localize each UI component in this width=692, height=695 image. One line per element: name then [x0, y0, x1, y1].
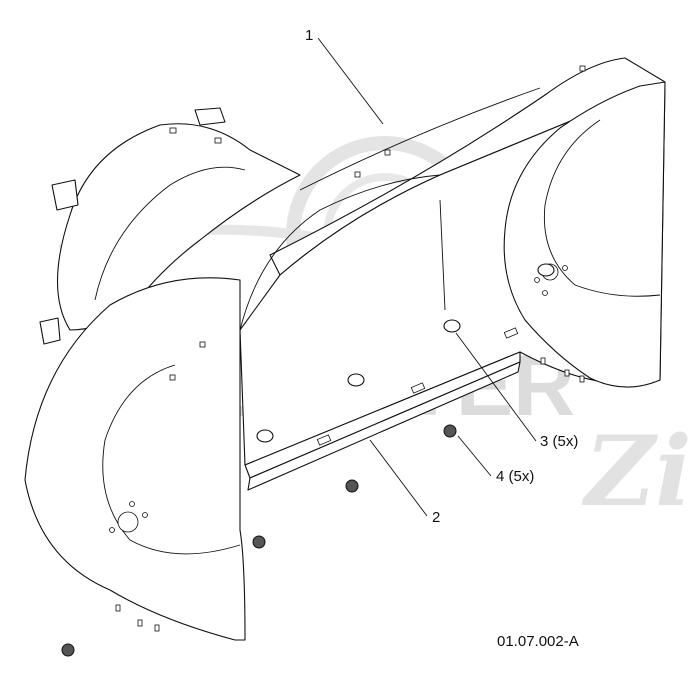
- housing-top-crease: [299, 87, 541, 191]
- top-hole: [354, 171, 361, 178]
- scraper-bar: [244, 327, 521, 491]
- right-bolt-hole: [534, 277, 540, 283]
- carriage-bolt: [347, 373, 365, 387]
- right-slot: [579, 375, 585, 383]
- right-bolt-hole: [542, 290, 548, 296]
- impeller-housing: [56, 123, 301, 331]
- left-slot: [169, 374, 176, 381]
- left-bolt-hole: [142, 512, 148, 518]
- carriage-bolt: [537, 263, 555, 277]
- auger-housing: [24, 57, 666, 641]
- leader-line-4: [457, 435, 492, 477]
- watermark-script: Zip: [581, 415, 692, 528]
- left-side-inner-curve: [102, 364, 241, 555]
- left-bolt-hole: [129, 501, 135, 507]
- left-bolt-hole: [109, 527, 115, 533]
- trough-curve: [239, 174, 441, 331]
- hex-nut: [345, 479, 359, 493]
- leader-lines: [317, 37, 537, 517]
- trough-seam: [439, 199, 446, 311]
- scraper-slot: [410, 382, 426, 394]
- impeller-housing-edge: [94, 166, 246, 301]
- impeller-hole: [169, 127, 177, 134]
- callout-4: 4 (5x): [496, 468, 534, 485]
- right-side-inner-curve: [543, 119, 661, 297]
- hex-nuts: [61, 424, 457, 657]
- leader-line-1: [317, 37, 384, 125]
- drawing-code: 01.07.002-A: [497, 633, 579, 650]
- scraper-slot: [316, 434, 332, 446]
- left-slot: [115, 604, 121, 612]
- left-bearing-hole: [117, 511, 139, 533]
- scraper-slot: [503, 327, 519, 339]
- callout-1: 1: [305, 27, 313, 44]
- callout-3: 3 (5x): [540, 433, 578, 450]
- left-slot: [154, 624, 160, 632]
- callout-2: 2: [432, 509, 440, 526]
- carriage-bolts: [256, 263, 555, 443]
- mount-tab-upper: [51, 179, 79, 211]
- leader-line-2: [369, 439, 428, 517]
- right-bolt-hole: [562, 265, 568, 271]
- mount-tab-top: [194, 107, 226, 126]
- hex-nut: [443, 424, 457, 438]
- right-slot: [540, 357, 546, 365]
- left-slot: [137, 619, 143, 627]
- carriage-bolt: [443, 319, 461, 333]
- top-hole: [384, 149, 391, 156]
- left-slot: [199, 341, 206, 348]
- carriage-bolt: [256, 429, 274, 443]
- hex-nut: [61, 643, 75, 657]
- leader-line-3: [455, 332, 537, 442]
- right-slot: [564, 369, 570, 377]
- hex-nut: [252, 535, 266, 549]
- right-side-plate: [503, 81, 666, 388]
- mount-tab-lower: [39, 317, 61, 345]
- scraper-bar-lip: [247, 361, 521, 491]
- impeller-hole: [214, 137, 222, 144]
- left-side-plate: [24, 277, 246, 641]
- top-hole: [579, 65, 586, 72]
